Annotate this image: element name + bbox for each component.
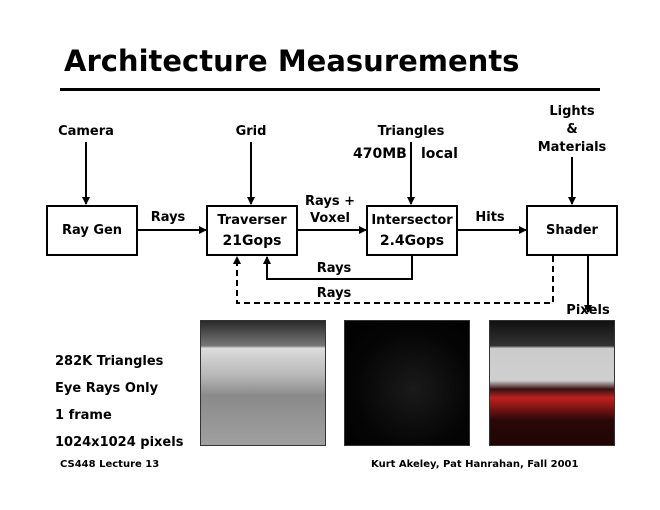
shader-box: Shader [526,205,618,256]
footer-lecture: CS448 Lecture 13 [60,459,160,470]
slide-title: Architecture Measurements [64,44,520,78]
depth-render-image [200,320,326,446]
local-label: local [421,146,458,162]
memory-label: 470MB [353,146,407,162]
ray-gen-box: Ray Gen [46,205,138,256]
stat-resolution: 1024x1024 pixels [55,435,184,450]
hits-label: Hits [475,210,505,225]
triangles-label: Triangles [377,124,445,139]
shaded-render-image [489,320,615,446]
traverser-label: Traverser [217,212,287,228]
ray-gen-label: Ray Gen [61,223,123,238]
title-rule [60,88,600,91]
rays-plus-label: Rays + [304,194,356,209]
intersector-rate: 2.4Gops [379,232,445,249]
rays-feedback-arrow [263,256,413,280]
traverser-box: Traverser 21Gops [206,205,298,256]
intersector-box: Intersector 2.4Gops [366,205,458,256]
rays-feedback-label: Rays [316,261,352,276]
intersector-label: Intersector [371,212,453,228]
intersection-render-image [344,320,470,446]
stat-eye-rays: Eye Rays Only [55,381,159,396]
camera-label: Camera [58,124,114,139]
rays-edge-label: Rays [150,210,186,225]
rays-dashed-arrow [233,256,554,304]
materials-label: Materials [537,140,607,155]
ampersand-label: & [566,122,578,137]
traverser-rate: 21Gops [222,232,282,249]
stat-frame: 1 frame [55,408,112,423]
stat-triangles: 282K Triangles [55,354,164,369]
lights-label: Lights [549,104,595,119]
grid-label: Grid [235,124,267,139]
voxel-label: Voxel [310,211,350,226]
shader-label: Shader [546,223,598,238]
footer-authors: Kurt Akeley, Pat Hanrahan, Fall 2001 [371,459,579,470]
pixels-label: Pixels [566,303,610,318]
rays-dashed-label: Rays [316,286,352,301]
